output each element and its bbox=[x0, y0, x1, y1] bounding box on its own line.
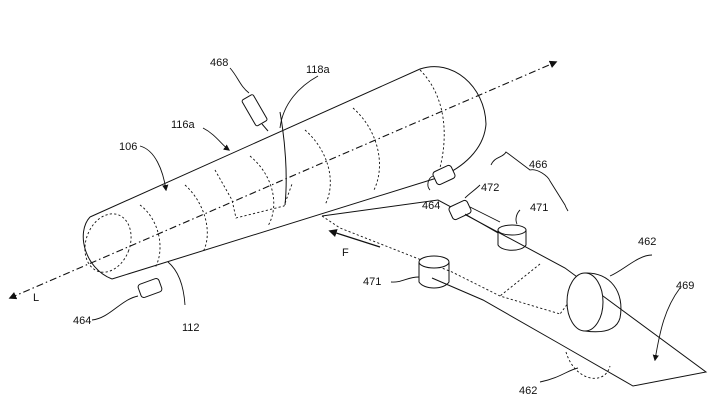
fuselage-frame bbox=[353, 108, 379, 190]
ref-471-upper-label: 471 bbox=[530, 202, 548, 214]
ref-106-label: 106 bbox=[119, 141, 137, 153]
fuselage-frame bbox=[140, 205, 160, 268]
cylinder-top bbox=[498, 225, 526, 235]
ref-468-label: 468 bbox=[210, 57, 228, 69]
sensor-468 bbox=[241, 94, 268, 131]
leader-462-upper bbox=[610, 255, 652, 276]
ref-466-label: 466 bbox=[529, 159, 547, 171]
fuselage-outline bbox=[90, 67, 486, 279]
fuselage bbox=[77, 67, 486, 279]
leader-468 bbox=[230, 68, 249, 93]
force-arrow bbox=[330, 231, 380, 247]
sensor-body bbox=[137, 278, 162, 299]
leader-464-lower bbox=[92, 296, 138, 320]
sensor-body bbox=[241, 94, 267, 126]
leader-469 bbox=[655, 288, 680, 360]
leader-462-lower bbox=[540, 368, 578, 382]
ref-462-upper-label: 462 bbox=[638, 236, 656, 248]
leader-112 bbox=[168, 262, 185, 305]
leader-116a bbox=[203, 128, 229, 150]
ref-112-label: 112 bbox=[182, 322, 200, 334]
leader-471-upper bbox=[516, 210, 520, 224]
ref-118a-label: 118a bbox=[306, 64, 331, 76]
engine-upper bbox=[567, 273, 621, 332]
sensor-lower bbox=[137, 278, 162, 299]
wing-rib bbox=[500, 264, 540, 296]
fuselage-frame bbox=[420, 70, 444, 175]
panel-edge bbox=[280, 112, 286, 205]
sensor-upper bbox=[432, 164, 456, 185]
leader-471-lower bbox=[391, 277, 419, 282]
sensor-body bbox=[432, 164, 456, 185]
fuselage-frame bbox=[185, 185, 207, 252]
sensor-472 bbox=[448, 199, 500, 233]
engine-lower bbox=[566, 352, 610, 378]
sensor-body bbox=[448, 199, 472, 220]
ref-462-lower-label: 462 bbox=[519, 385, 537, 397]
ref-464-upper-label: 464 bbox=[422, 200, 440, 212]
ref-116a-label: 116a bbox=[171, 119, 196, 131]
leader-464-upper bbox=[428, 176, 433, 190]
ref-464-lower-label: 464 bbox=[73, 315, 91, 327]
sensor-tip bbox=[262, 124, 268, 131]
panel-section bbox=[215, 170, 292, 218]
leader-106 bbox=[140, 146, 166, 190]
leader-118a bbox=[280, 76, 318, 128]
ref-471-lower-label: 471 bbox=[363, 276, 381, 288]
ref-469-label: 469 bbox=[676, 280, 694, 292]
cylinder-upper bbox=[498, 225, 526, 250]
engine-face bbox=[567, 273, 603, 331]
fuselage-frame bbox=[305, 130, 330, 205]
fuselage-front-opening bbox=[77, 207, 139, 278]
engine-body bbox=[566, 352, 610, 378]
fuselage-frame bbox=[250, 156, 274, 226]
fuselage-front-rim bbox=[83, 217, 112, 279]
cylinder-top bbox=[419, 256, 449, 268]
ref-472-label: 472 bbox=[481, 182, 499, 194]
ref-l-label: L bbox=[33, 292, 39, 304]
ref-f-label: F bbox=[342, 247, 349, 259]
leader-472 bbox=[465, 185, 480, 198]
